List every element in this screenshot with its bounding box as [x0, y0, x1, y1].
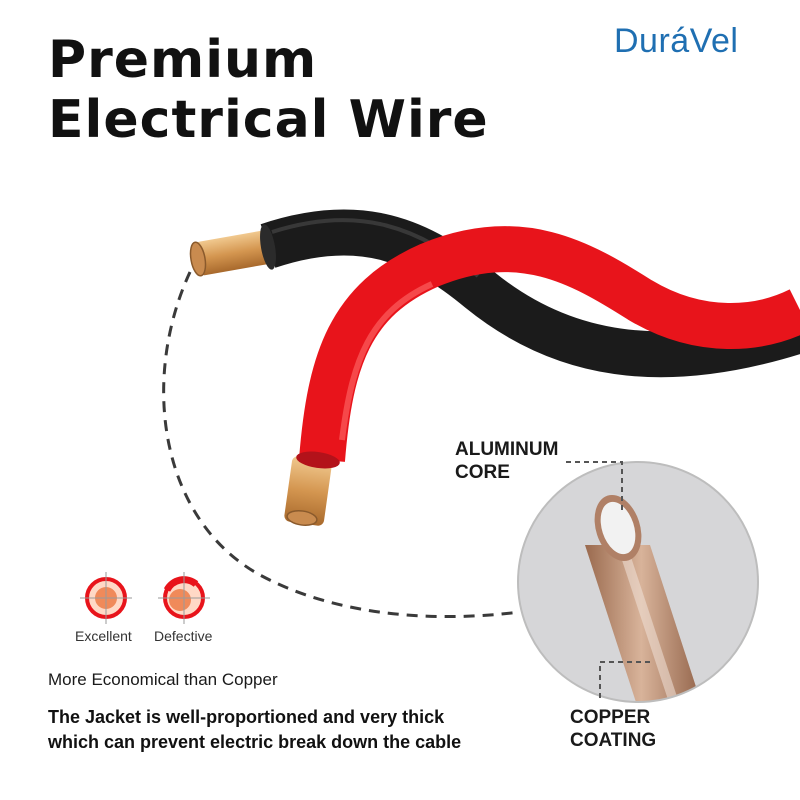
title-line-1: Premium: [48, 30, 318, 90]
coating-label-line-1: COPPER: [570, 707, 651, 728]
red-wire: [299, 226, 800, 462]
core-label-line-1: ALUMINUM: [455, 439, 559, 460]
brand-logo: DuráVel: [614, 22, 739, 60]
red-wire-copper-strands: [284, 451, 340, 526]
excellent-cross-section-icon: [80, 572, 132, 624]
core-leader-line: [566, 461, 623, 512]
copper-coating-label: COPPER COATING: [570, 706, 656, 752]
page-title: Premium Electrical Wire: [48, 30, 489, 150]
title-line-2: Electrical Wire: [48, 90, 489, 150]
economical-feature: More Economical than Copper: [48, 670, 278, 689]
core-label-line-2: CORE: [455, 462, 510, 483]
aluminum-core-label: ALUMINUM CORE: [455, 438, 558, 484]
jacket-line-2: which can prevent electric break down th…: [48, 732, 462, 752]
aluminum-core: [600, 501, 636, 555]
black-wire: [260, 209, 800, 378]
defective-caption: Defective: [154, 628, 213, 644]
black-wire-copper-strands: [189, 224, 276, 277]
excellent-caption: Excellent: [75, 628, 132, 644]
zoom-circle: [518, 462, 758, 702]
defective-cross-section-icon: [158, 572, 210, 624]
dashed-callout-arc: [162, 271, 521, 619]
coating-leader-line: [599, 661, 650, 700]
jacket-description: The Jacket is well-proportioned and very…: [48, 705, 461, 755]
coating-label-line-2: COATING: [570, 730, 657, 751]
jacket-line-1: The Jacket is well-proportioned and very…: [48, 707, 445, 727]
